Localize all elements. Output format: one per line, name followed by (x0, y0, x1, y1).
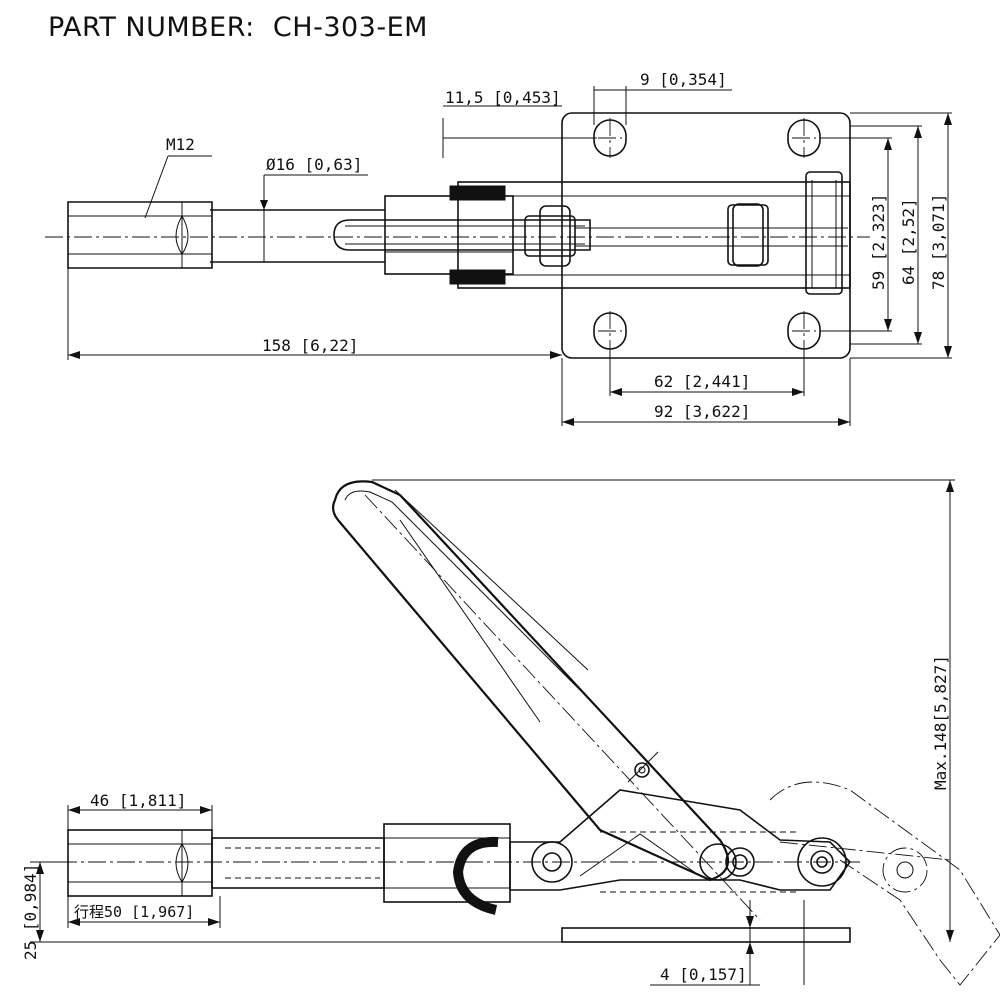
hex-nut-side (67, 829, 213, 897)
dim-92-label: 92 [3,622] (654, 402, 750, 421)
dim-158: 158 [6,22] (67, 268, 562, 360)
dim-verticals: 59 [2,323] 64 [2,52] 78 [3,071] (820, 112, 952, 359)
dim-64-label: 64 [2,52] (899, 198, 918, 285)
mounting-holes (593, 118, 821, 351)
open-position-phantom (769, 781, 1000, 986)
rubber-grip-top (449, 185, 506, 201)
dim-25-label: 25 [0,984] (21, 864, 40, 960)
u-clip (452, 836, 499, 915)
dim-46: 46 [1,811] (67, 791, 213, 838)
dim-62: 62 [2,441] (609, 350, 805, 396)
rubber-grip-bottom (449, 269, 506, 285)
dim-4-label: 4 [0,157] (660, 965, 747, 984)
dim-92: 92 [3,622] (561, 358, 851, 426)
guide-block (384, 195, 514, 275)
handle-centerline (364, 494, 761, 921)
dim-4: 4 [0,157] (650, 900, 805, 986)
dim-m12-label: M12 (166, 135, 195, 154)
dim-max148-label: Max.148[5,827] (931, 655, 950, 790)
dim-46-label: 46 [1,811] (90, 791, 186, 810)
housing-body (457, 181, 851, 289)
dim-11-5: 11,5 [0,453] (442, 88, 597, 158)
side-housing (509, 789, 852, 891)
dim-25: 25 [0,984] (21, 861, 68, 960)
dim-m12: M12 (144, 135, 212, 219)
page-title: PART NUMBER: CH-303-EM (48, 12, 428, 43)
dim-dia16-label: Ø16 [0,63] (266, 155, 362, 174)
pivot-points (531, 837, 847, 887)
dim-59-label: 59 [2,323] (869, 194, 888, 290)
dim-9-label: 9 [0,354] (640, 70, 727, 89)
dim-stroke50: 行程50 [1,967] (67, 896, 221, 928)
handle (331, 480, 761, 921)
dim-stroke50-label: 行程50 [1,967] (74, 903, 194, 921)
hex-nut-top (67, 201, 213, 269)
dim-62-label: 62 [2,441] (654, 372, 750, 391)
dim-max148: Max.148[5,827] (372, 479, 955, 942)
plunger-rod (210, 209, 385, 263)
dim-9: 9 [0,354] (593, 70, 732, 125)
top-view: 11,5 [0,453] 9 [0,354] M12 Ø16 [0,63] (45, 70, 952, 426)
pivot-pin (805, 171, 843, 295)
guide-bushing (383, 823, 511, 903)
dim-dia16: Ø16 [0,63] (260, 155, 368, 262)
dim-158-label: 158 [6,22] (262, 336, 358, 355)
side-base-plate (561, 927, 851, 943)
side-view: Max.148[5,827] 46 [1,811] 25 [0,984] (21, 479, 1000, 986)
dim-78-label: 78 [3,071] (929, 194, 948, 290)
dim-11-5-label: 11,5 [0,453] (445, 88, 561, 107)
